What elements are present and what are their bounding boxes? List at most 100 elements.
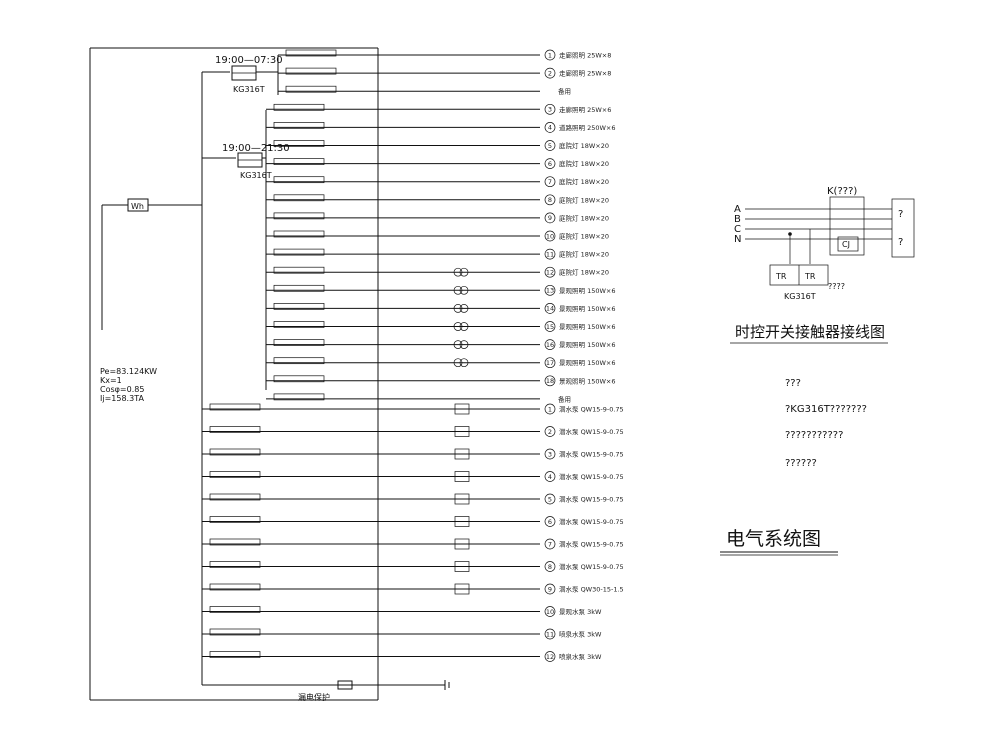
wiring-out2: ?	[898, 237, 903, 248]
wiring-device: KG316T	[784, 292, 816, 301]
transformer-coil	[459, 285, 469, 295]
wiring-k-label: K(???)	[827, 186, 857, 197]
breaker-symbol	[209, 651, 261, 658]
circuit-row: 10 庭院灯 18W×20	[266, 230, 609, 242]
circuit-number-marker	[544, 628, 556, 640]
circuit-destination: 景观照明 150W×6	[559, 305, 615, 313]
starter-box	[454, 493, 470, 505]
breaker-symbol	[273, 321, 325, 328]
circuit-number-marker	[544, 140, 556, 151]
wiring-out1: ?	[898, 209, 903, 220]
circuit-number-marker	[544, 248, 556, 260]
breaker-symbol	[285, 85, 337, 93]
circuit-destination: 庭院灯 18W×20	[559, 213, 609, 222]
wiring-caption: 时控开关接触器接线图	[735, 323, 885, 341]
note-4: ??????	[785, 458, 817, 469]
timer1-label: 19:00—07:30	[215, 55, 283, 66]
wiring-tr-1: TR	[775, 272, 787, 281]
circuit-number: 2	[548, 428, 552, 436]
circuit-number: 12	[546, 653, 554, 661]
breaker-symbol	[209, 561, 261, 568]
circuit-destination: 走廊照明 25W×8	[559, 51, 611, 60]
breaker-symbol	[209, 583, 261, 591]
transformer-coil	[459, 304, 469, 313]
circuit-destination: 庭院灯 18W×20	[559, 268, 609, 277]
transformer-coil	[453, 267, 463, 277]
circuit-row: 15 景观照明 150W×6	[266, 321, 615, 332]
timer2-label: 19:00—21:30	[222, 143, 290, 154]
circuit-number-marker	[544, 194, 556, 206]
breaker-symbol	[209, 403, 261, 411]
circuit-number-marker	[544, 357, 556, 369]
circuit-destination: 道路照明 250W×6	[559, 123, 615, 132]
circuit-number-marker	[544, 339, 556, 350]
circuit-destination: 景观照明 150W×6	[559, 359, 615, 367]
breaker-symbol	[273, 393, 325, 401]
breaker-symbol	[273, 158, 325, 165]
circuit-number: 7	[548, 178, 552, 186]
circuit-destination: 庭院灯 18W×20	[559, 232, 609, 241]
breaker-symbol	[285, 49, 337, 57]
note-3: ???????????	[785, 430, 843, 441]
circuit-number: 9	[548, 585, 552, 593]
circuit-number: 10	[546, 608, 554, 616]
starter-box	[454, 403, 470, 415]
circuit-destination: 景观照明 150W×6	[559, 323, 615, 331]
circuit-number: 5	[548, 142, 552, 150]
circuit-number: 3	[548, 450, 552, 458]
starter-box	[454, 583, 470, 595]
breaker-symbol	[209, 516, 261, 523]
note-2: ?KG316T???????	[785, 404, 867, 415]
load-cos: Cosφ=0.85	[100, 385, 144, 394]
circuit-number: 3	[548, 106, 552, 114]
transformer-coil	[459, 267, 469, 277]
circuit-number: 7	[548, 540, 552, 548]
circuit-number: 1	[548, 405, 552, 413]
circuit-number: 10	[546, 232, 554, 240]
phase-b: B	[734, 214, 741, 225]
wiring-relay: CJ	[842, 240, 850, 249]
leakage-protection: 漏电保护	[298, 680, 353, 702]
circuit-number: 15	[546, 323, 554, 331]
breaker-symbol	[273, 339, 325, 346]
circuit-destination: 潜水泵 QW15-9-0.75	[559, 450, 624, 459]
circuit-number-marker	[544, 230, 556, 242]
breaker-symbol	[273, 103, 325, 111]
circuit-destination: 潜水泵 QW15-9-0.75	[559, 405, 624, 414]
circuit-destination: 潜水泵 QW15-9-0.75	[559, 517, 624, 526]
circuit-number-marker	[544, 266, 556, 278]
circuit-destination: 景观水泵 3kW	[559, 607, 602, 616]
breaker-symbol	[273, 140, 325, 147]
starter-box	[454, 426, 470, 437]
circuit-destination: 备用	[558, 87, 571, 96]
circuit-number: 14	[546, 305, 554, 313]
circuit-number-marker	[544, 375, 556, 387]
diagram-title: 电气系统图	[726, 528, 821, 550]
transformer-coil	[459, 322, 469, 331]
meter-label: Wh	[131, 202, 144, 211]
circuit-destination: 庭院灯 18W×20	[559, 141, 609, 150]
breaker-symbol	[273, 375, 325, 383]
breaker-symbol	[273, 230, 325, 238]
circuit-destination: 景观照明 150W×6	[559, 341, 615, 349]
load-kx: Kx=1	[100, 376, 122, 385]
busbars	[201, 55, 450, 690]
circuit-number-marker	[544, 67, 556, 79]
starter-box	[454, 448, 470, 460]
circuit-row: 备用	[278, 85, 571, 96]
circuit-destination: 潜水泵 QW15-9-0.75	[559, 427, 624, 436]
circuit-number: 8	[548, 563, 552, 571]
